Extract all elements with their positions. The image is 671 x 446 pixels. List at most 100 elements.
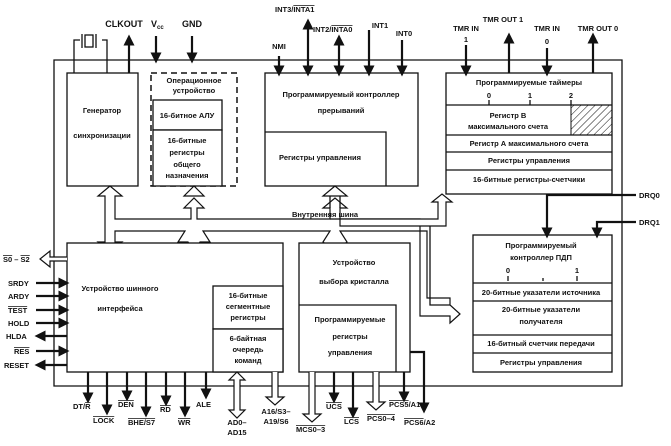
cs-prog-label-1: Программируемые xyxy=(315,315,386,324)
dma-title-2: контроллер ПДП xyxy=(510,253,572,262)
alu-label: 16-битное АЛУ xyxy=(160,111,215,120)
pin-tmr-in1-num: 1 xyxy=(464,35,468,44)
pin-res: RES xyxy=(14,347,29,356)
execution-unit-block: Операционное устройство 16-битное АЛУ 16… xyxy=(150,72,238,187)
queue-label-3: команд xyxy=(234,356,261,365)
dma-ch0-label: 0 xyxy=(506,266,510,275)
pin-gnd: GND xyxy=(182,19,203,29)
dma-src-label: 20-битные указатели источника xyxy=(482,288,601,297)
pin-pcs6-a2: PCS6/A2 xyxy=(404,418,435,427)
rega-label: Регистр А максимального счета xyxy=(470,139,590,148)
pin-dt-r: DT/R xyxy=(73,402,91,411)
regb-label-1: Регистр В xyxy=(490,111,527,120)
mcs-bus-arrow xyxy=(301,372,323,423)
pin-pcs5-a1: PCS5/A1 xyxy=(389,400,420,409)
segment-registers-box xyxy=(212,285,284,330)
pin-lcs: LCS xyxy=(344,417,359,426)
gp-label-1: 16-битные xyxy=(168,136,207,145)
dma-controller-block: Программируемый контроллер ПДП 0 1 20-би… xyxy=(472,234,613,373)
pin-drq1: DRQ1 xyxy=(639,218,660,227)
pin-int3-inta1: INT3/INTA1 xyxy=(275,5,314,14)
pic-label-1: Программируемый контроллер xyxy=(282,90,399,99)
seg-label-1: 16-битные xyxy=(229,291,268,300)
pin-ucs: UCS xyxy=(326,402,342,411)
instruction-queue-box xyxy=(212,328,284,373)
pin-tmr-in0: TMR IN xyxy=(534,24,560,33)
bus-interface-unit-block: Устройство шинного интерфейса 16-битные … xyxy=(66,242,284,373)
pin-reset: RESET xyxy=(4,361,29,370)
pin-ale: ALE xyxy=(196,400,211,409)
cs-prog-label-2: регистры xyxy=(332,332,367,341)
gp-label-3: общего xyxy=(173,160,201,169)
pin-tmr-out1: TMR OUT 1 xyxy=(483,15,523,24)
pin-int0: INT0 xyxy=(396,29,412,38)
pin-ad15: AD15 xyxy=(227,428,246,437)
pin-rd: RD xyxy=(160,405,171,414)
ad-bus-arrow xyxy=(227,371,247,419)
pin-drq0: DRQ0 xyxy=(639,191,660,200)
dma-dst-label-2: получателя xyxy=(519,317,562,326)
clock-label-1: Генератор xyxy=(83,106,122,115)
clock-generator-block: Генератор синхронизации xyxy=(66,72,139,187)
timers-ctrl-label: Регистры управления xyxy=(488,156,570,165)
gp-label-4: назначения xyxy=(165,171,208,180)
pcs0-4-bus-arrow xyxy=(365,372,387,411)
seg-label-2: сегментные xyxy=(226,302,271,311)
alu-box xyxy=(152,99,223,131)
internal-bus: Внутренняя шина xyxy=(96,185,461,325)
cs-prog-label-3: управления xyxy=(328,348,372,357)
drq0-arrow xyxy=(541,193,636,239)
pin-a16: A16/S3– xyxy=(261,407,290,416)
dma-ctrl-label: Регистры управления xyxy=(500,358,582,367)
dma-dst-label-1: 20-битные указатели xyxy=(502,305,581,314)
pcs6-arrow xyxy=(410,350,430,414)
crystal-icon xyxy=(73,34,108,73)
pin-pcs0-4: PCS0–4 xyxy=(367,414,396,423)
pin-tmr-in1: TMR IN xyxy=(453,24,479,33)
timer-1-label: 1 xyxy=(528,91,532,100)
pin-bhe-s7: BHE/S7 xyxy=(128,418,155,427)
pin-mcs: MCS0–3 xyxy=(296,425,325,434)
pin-int1: INT1 xyxy=(372,21,388,30)
timer2-hatch xyxy=(570,104,613,136)
internal-bus-label: Внутренняя шина xyxy=(292,210,359,219)
pin-a19: A19/S6 xyxy=(263,417,288,426)
timers-title: Программируемые таймеры xyxy=(476,78,582,87)
pin-ad0: AD0– xyxy=(227,418,246,427)
cs-label-2: выбора кристалла xyxy=(319,277,390,286)
pin-srdy: SRDY xyxy=(8,279,29,288)
pin-test: TEST xyxy=(8,306,28,315)
biu-label-2: интерфейса xyxy=(97,304,143,313)
seg-label-3: регистры xyxy=(230,313,265,322)
exec-title-2: устройство xyxy=(173,86,216,95)
dma-ch1-label: 1 xyxy=(575,266,579,275)
s0-s2-bus-arrow xyxy=(39,249,67,269)
pin-clkout: CLKOUT xyxy=(105,19,143,29)
pin-hold: HOLD xyxy=(8,319,30,328)
timers-block: Программируемые таймеры 0 1 2 Регистр В … xyxy=(445,72,613,195)
pin-tmr-out0: TMR OUT 0 xyxy=(578,24,618,33)
pin-hlda: HLDA xyxy=(6,332,27,341)
pic-ctrl-label: Регистры управления xyxy=(279,153,361,162)
dma-count-label: 16-битный счетчик передачи xyxy=(487,339,595,348)
gp-label-2: регистры xyxy=(169,148,204,157)
pin-int2-inta0: INT2/INTA0 xyxy=(313,25,352,34)
queue-label-1: 6-байтная xyxy=(230,334,267,343)
pin-wr: WR xyxy=(178,418,191,427)
cs-label-1: Устройство xyxy=(333,258,376,267)
pin-tmr-in0-num: 0 xyxy=(545,37,549,46)
pin-vcc: Vcc xyxy=(151,19,164,31)
regb-label-2: максимального счета xyxy=(468,122,549,131)
gp-registers-box xyxy=(152,129,223,187)
a16-bus-arrow xyxy=(264,372,286,406)
drq1-arrow xyxy=(591,220,636,239)
pic-label-2: прерываний xyxy=(318,106,365,115)
pin-lock: LOCK xyxy=(93,416,115,425)
chip-outline xyxy=(53,59,623,387)
pin-s0-s2: S0 – S2 xyxy=(3,255,30,264)
clock-label-2: синхронизации xyxy=(73,131,131,140)
pin-den: DEN xyxy=(118,400,134,409)
dma-title-1: Программируемый xyxy=(505,241,577,250)
pin-ardy: ARDY xyxy=(8,292,29,301)
